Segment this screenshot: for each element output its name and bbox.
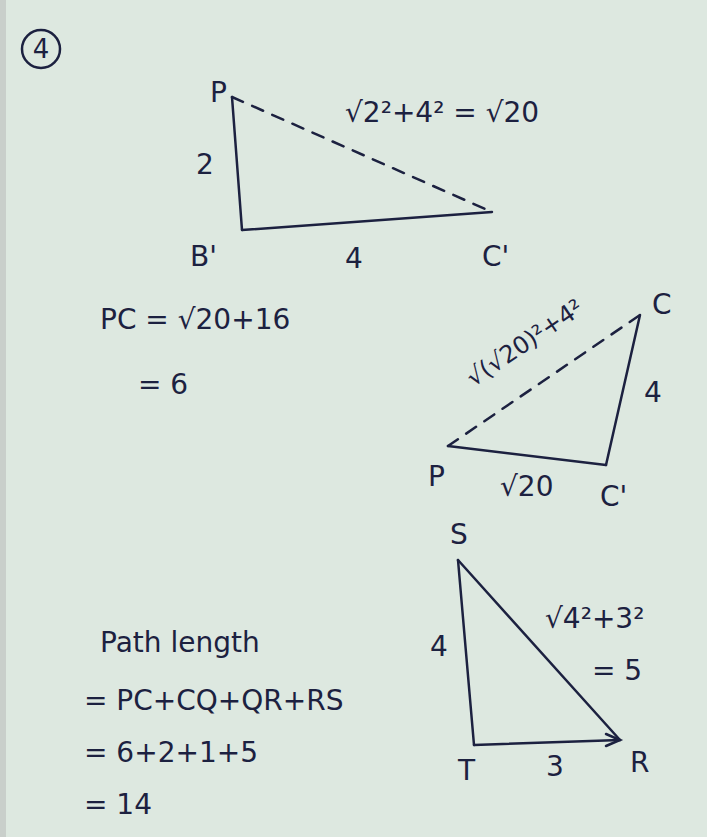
handwritten-label: Path length <box>100 628 260 659</box>
handwritten-label: C <box>652 290 672 321</box>
triangle-side <box>242 212 492 230</box>
triangle-side <box>232 97 242 230</box>
handwritten-label: C' <box>600 482 627 513</box>
handwritten-label: T <box>458 756 475 787</box>
handwritten-label: 4 <box>430 632 448 663</box>
handwritten-label: P <box>210 78 227 109</box>
handwritten-label: √20 <box>500 472 553 503</box>
handwritten-label: = PC+CQ+QR+RS <box>84 686 344 717</box>
handwritten-label: R <box>630 748 649 779</box>
page-edge <box>0 0 6 837</box>
handwritten-label: √4²+3² <box>545 604 644 635</box>
handwritten-label: = 6+2+1+5 <box>84 738 258 769</box>
handwritten-label: = 14 <box>84 790 152 821</box>
handwritten-label: S <box>450 520 468 551</box>
handwritten-label: 3 <box>546 752 564 783</box>
handwritten-label: PC = √20+16 <box>100 305 290 336</box>
handwritten-label: √(√20)²+4² <box>462 294 588 391</box>
node-text: 4 <box>20 28 62 62</box>
arrow-tick <box>606 734 620 746</box>
circled-number: 4 <box>20 28 62 70</box>
handwritten-label: = 6 <box>138 370 188 401</box>
handwritten-label: P <box>428 462 445 493</box>
handwritten-label: 4 <box>345 244 363 275</box>
triangle-side <box>458 560 620 740</box>
handwritten-label: C' <box>482 242 509 273</box>
handwritten-label: B' <box>190 242 217 273</box>
handwritten-label: 4 <box>644 378 662 409</box>
triangle-side <box>448 446 606 465</box>
handwritten-label: 2 <box>196 150 214 181</box>
triangle-side <box>606 315 640 465</box>
handwritten-label: = 5 <box>592 656 642 687</box>
triangle-side <box>458 560 474 745</box>
triangle-side <box>474 740 620 745</box>
handwritten-label: √2²+4² = √20 <box>345 98 539 129</box>
